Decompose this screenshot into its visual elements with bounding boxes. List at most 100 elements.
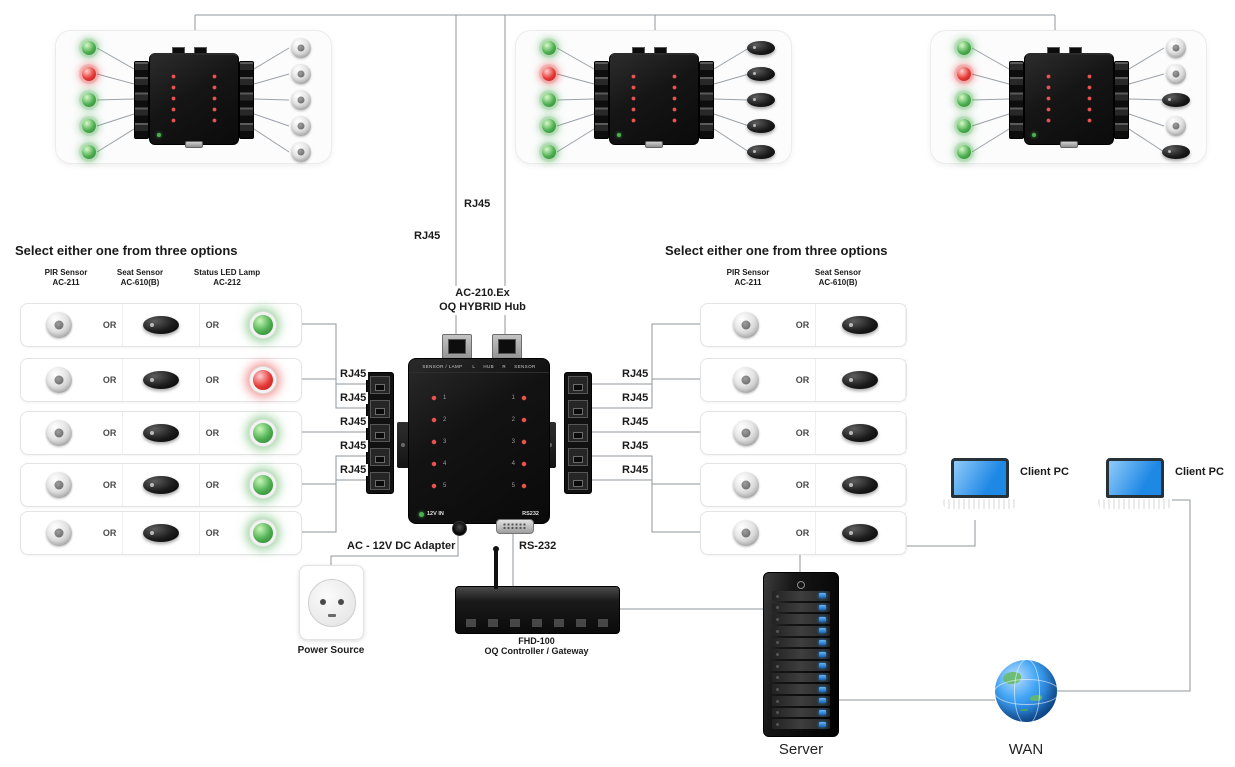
column-header-pir-left: PIR Sensor AC-211 <box>21 268 111 289</box>
seat-option <box>814 359 906 401</box>
hub-title: AC-210.Ex OQ HYBRID Hub <box>425 286 540 315</box>
sensor-icon <box>291 142 311 162</box>
column-model: AC-212 <box>213 278 241 288</box>
rj45-port <box>370 400 390 418</box>
server-bay <box>772 696 830 706</box>
sensor-icon <box>747 93 775 107</box>
pir-sensor-icon <box>732 312 759 338</box>
or-label: OR <box>795 428 810 438</box>
option-row-left-5: OR OR <box>20 511 302 555</box>
rj45-label: RJ45 <box>338 440 369 452</box>
status-led <box>957 145 971 159</box>
option-row-right-1: OR <box>700 303 907 347</box>
lamp-option <box>224 304 301 346</box>
rj45-port <box>568 424 588 442</box>
server-bay <box>772 649 830 660</box>
column-title: Status LED Lamp <box>193 268 261 277</box>
or-label: OR <box>795 375 810 385</box>
wan-label: WAN <box>1008 741 1044 758</box>
rj45-label: RJ45 <box>338 368 369 380</box>
port-strip-right <box>1114 61 1129 139</box>
option-row-right-2: OR <box>700 358 907 402</box>
or-label: OR <box>795 480 810 490</box>
server-bay <box>772 719 830 730</box>
status-lamp-icon <box>249 367 276 393</box>
or-label: OR <box>102 375 117 385</box>
oq-hub-device <box>594 47 714 151</box>
hub-body <box>149 53 239 148</box>
column-title: Seat Sensor <box>116 268 164 277</box>
or-label: OR <box>795 528 810 538</box>
pir-option <box>701 304 791 346</box>
rj45-port <box>370 472 390 490</box>
pir-option <box>701 359 791 401</box>
rj45-port <box>568 472 588 490</box>
hub-led-column-right <box>521 387 527 497</box>
seat-sensor-icon <box>143 524 179 542</box>
rj45-port <box>568 448 588 466</box>
column-header-seat-right: Seat Sensor AC-610(B) <box>793 268 883 289</box>
oq-hub-device <box>1009 47 1129 151</box>
option-row-left-2: OR OR <box>20 358 302 402</box>
client-pc-label-2: Client PC <box>1175 466 1224 478</box>
pir-option <box>701 412 791 454</box>
oq-hybrid-hub: SENSOR / LAMP L HUB R SENSOR 1 2 3 4 5 1… <box>363 330 592 542</box>
sensor-icon <box>1166 116 1186 136</box>
sensor-icon <box>747 41 775 55</box>
options-heading-left: Select either one from three options <box>15 243 238 258</box>
seat-option <box>814 512 906 554</box>
status-led <box>82 119 96 133</box>
or-label: OR <box>205 375 220 385</box>
seat-sensor-icon <box>143 371 179 389</box>
sensor-icon <box>1166 38 1186 58</box>
status-led-column <box>956 35 972 165</box>
wan-globe-icon <box>995 660 1057 722</box>
rj45-label: RJ45 <box>338 416 369 428</box>
or-label: OR <box>102 428 117 438</box>
column-header-seat-left: Seat Sensor AC-610(B) <box>95 268 185 289</box>
seat-option <box>121 464 201 506</box>
server-bay <box>772 661 830 671</box>
or-label: OR <box>205 428 220 438</box>
status-led <box>542 67 556 81</box>
rj45-port <box>568 400 588 418</box>
client-pc-label-1: Client PC <box>1020 466 1069 478</box>
rj45-label: RJ45 <box>338 392 369 404</box>
pir-sensor-icon <box>46 520 73 546</box>
pir-option <box>21 412 98 454</box>
status-led <box>82 93 96 107</box>
client-laptop-1 <box>943 458 1017 518</box>
status-led <box>542 119 556 133</box>
pir-option <box>21 512 98 554</box>
hub-led-column-left <box>431 387 437 497</box>
outlet-hole <box>319 598 326 605</box>
dc-adapter-label: AC - 12V DC Adapter <box>347 540 456 552</box>
column-model: AC-211 <box>52 278 80 288</box>
status-led <box>542 41 556 55</box>
status-led <box>82 145 96 159</box>
port-strip-left <box>134 61 149 139</box>
status-led <box>542 93 556 107</box>
pir-sensor-icon <box>732 472 759 498</box>
rj45-port <box>370 448 390 466</box>
pir-sensor-icon <box>732 367 759 393</box>
gateway-device <box>455 546 620 634</box>
laptop-keyboard <box>1098 499 1172 509</box>
seat-sensor-icon <box>143 476 179 494</box>
status-led-column <box>81 35 97 165</box>
column-title: Seat Sensor <box>814 268 862 277</box>
outlet-socket-icon <box>307 578 356 627</box>
status-lamp-icon <box>249 420 276 446</box>
options-heading-right: Select either one from three options <box>665 243 888 258</box>
rj45-label: RJ45 <box>620 440 651 452</box>
server-bay <box>772 637 830 648</box>
port-strip-left <box>1009 61 1024 139</box>
hub-led-numbers-right: 1 2 3 4 5 <box>511 395 515 489</box>
db9-serial-port <box>1060 141 1078 148</box>
option-row-left-1: OR OR <box>20 303 302 347</box>
option-row-left-3: OR OR <box>20 411 302 455</box>
hub-body <box>1024 53 1114 148</box>
server-tower <box>763 572 839 737</box>
or-label: OR <box>205 320 220 330</box>
